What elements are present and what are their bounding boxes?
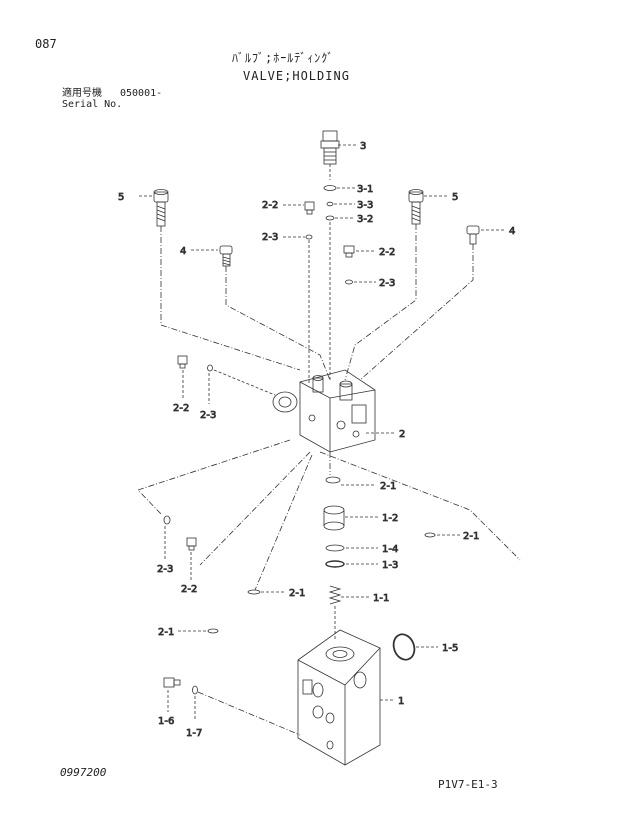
callout-1-1: 1-1: [373, 593, 389, 604]
part-1-1-spring: [328, 585, 369, 640]
ring-1-3: [325, 560, 378, 568]
seal-2-3-mid: [345, 279, 376, 285]
seal-2-1-low: [247, 589, 286, 595]
plug-2-2-left: [177, 355, 188, 400]
part-4-bolt-right: [466, 225, 505, 245]
callout-2-3-left: 2-3: [200, 410, 216, 421]
ring-1-4: [325, 544, 378, 552]
part-4-bolt-left: [191, 245, 233, 267]
callout-2-2-left: 2-2: [173, 403, 189, 414]
plug-2-2-low: [186, 537, 197, 580]
part-5-bolt-left: [139, 189, 169, 227]
callout-2-3-mid: 2-3: [379, 278, 395, 289]
callout-1-3: 1-3: [382, 560, 398, 571]
seal-2-1-a: [325, 476, 376, 486]
seal-2-3-low: [163, 515, 171, 560]
seal-2-1-bottom: [178, 628, 219, 634]
seal-2-3-top: [283, 234, 313, 240]
callout-3-3: 3-3: [357, 200, 373, 211]
seal-2-3-left: [207, 364, 276, 404]
serial-label-japanese: 適用号機: [62, 88, 102, 99]
title-japanese: ﾊﾞﾙﾌﾞ;ﾎｰﾙﾃﾞｨﾝｸﾞ: [232, 51, 335, 65]
plug-2-2-mid: [343, 245, 376, 258]
title-english: VALVE;HOLDING: [243, 69, 350, 83]
seal-2-1-right: [424, 532, 460, 538]
callout-2-1-low: 2-1: [289, 588, 305, 599]
callout-4-right: 4: [509, 226, 515, 237]
callout-3-1: 3-1: [357, 184, 373, 195]
callout-1-2: 1-2: [382, 513, 398, 524]
callout-2-2-mid: 2-2: [379, 247, 395, 258]
callout-5-left: 5: [118, 192, 124, 203]
callout-2-2-low: 2-2: [181, 584, 197, 595]
callout-3: 3: [360, 141, 366, 152]
callout-2-3-low: 2-3: [157, 564, 173, 575]
part-3-plug: [320, 130, 357, 180]
callout-2-1-a: 2-1: [380, 481, 396, 492]
ring-1-5: [392, 633, 438, 661]
plug-1-6: [163, 677, 181, 712]
leader-lines-lower: [137, 439, 521, 591]
callout-4-left: 4: [180, 246, 186, 257]
seal-3-2: [325, 215, 355, 221]
callout-2-2-top: 2-2: [262, 200, 278, 211]
serial-label-english: Serial No.: [62, 99, 123, 110]
callout-2-1-right: 2-1: [463, 531, 479, 542]
callout-1-4: 1-4: [382, 544, 398, 555]
callout-2-3-top: 2-3: [262, 232, 278, 243]
seal-3-1: [323, 185, 355, 191]
page-number: 087: [35, 37, 57, 51]
callout-1-6: 1-6: [158, 716, 174, 727]
callout-1: 1: [398, 696, 404, 707]
callout-5-right: 5: [452, 192, 458, 203]
callout-1-7: 1-7: [186, 728, 202, 739]
callout-2-1-bottom: 2-1: [158, 627, 174, 638]
part-5-bolt-right: [408, 189, 447, 225]
part-1-2-spool: [323, 505, 378, 531]
seal-1-7: [192, 685, 301, 736]
plug-2-2-top: [283, 201, 315, 215]
document-code: 0997200: [60, 766, 107, 779]
callout-2: 2: [399, 429, 405, 440]
serial-value: 050001-: [120, 88, 163, 99]
part-2-valve-body: [272, 369, 395, 453]
page-code: P1V7-E1-3: [438, 778, 498, 791]
part-1-housing: [297, 629, 395, 766]
leader-lines-upper: [160, 224, 474, 381]
seal-3-3: [326, 201, 355, 207]
callout-1-5: 1-5: [442, 643, 458, 654]
callout-3-2: 3-2: [357, 214, 373, 225]
